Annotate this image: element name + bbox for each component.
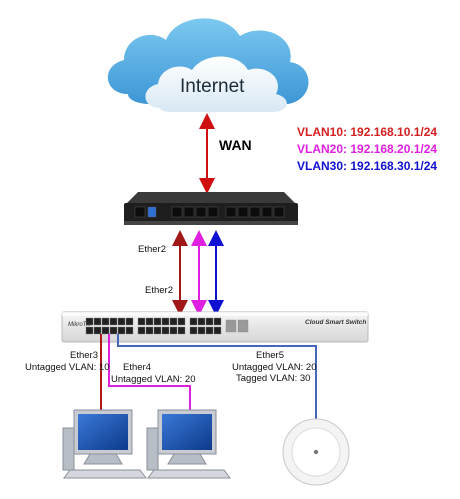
ether5-tagged-label: Tagged VLAN: 30: [236, 373, 311, 384]
vlan30-label: VLAN30: 192.168.30.1/24: [297, 159, 438, 173]
ether4-vlan-label: Untagged VLAN: 20: [111, 374, 196, 385]
switch-device: MikroTik Cloud Smart Switch: [61, 311, 369, 343]
computer-icon: [146, 409, 231, 479]
ether3-vlan-label: Untagged VLAN: 10: [25, 362, 110, 373]
vlan20-label: VLAN20: 192.168.20.1/24: [297, 142, 438, 156]
ether5-cable: [117, 334, 317, 424]
ether3-label: Ether3: [70, 350, 98, 361]
vlan10-label: VLAN10: 192.168.10.1/24: [297, 125, 438, 139]
wan-label: WAN: [219, 137, 252, 153]
internet-label: Internet: [180, 76, 245, 97]
computer-icon: [62, 409, 147, 479]
switch-model-text: Cloud Smart Switch: [305, 319, 366, 326]
switch-ether2-label: Ether2: [145, 285, 173, 296]
internet-cloud-icon: [107, 18, 309, 112]
ether5-label: Ether5: [256, 350, 284, 361]
ether5-untagged-label: Untagged VLAN: 20: [232, 362, 317, 373]
access-point-icon: [282, 418, 350, 486]
ether4-label: Ether4: [123, 362, 151, 373]
ether4-cable: [108, 334, 191, 432]
switch-brand: MikroTik: [68, 322, 92, 328]
router-ether2-label: Ether2: [138, 244, 166, 255]
router-device: [124, 192, 298, 225]
